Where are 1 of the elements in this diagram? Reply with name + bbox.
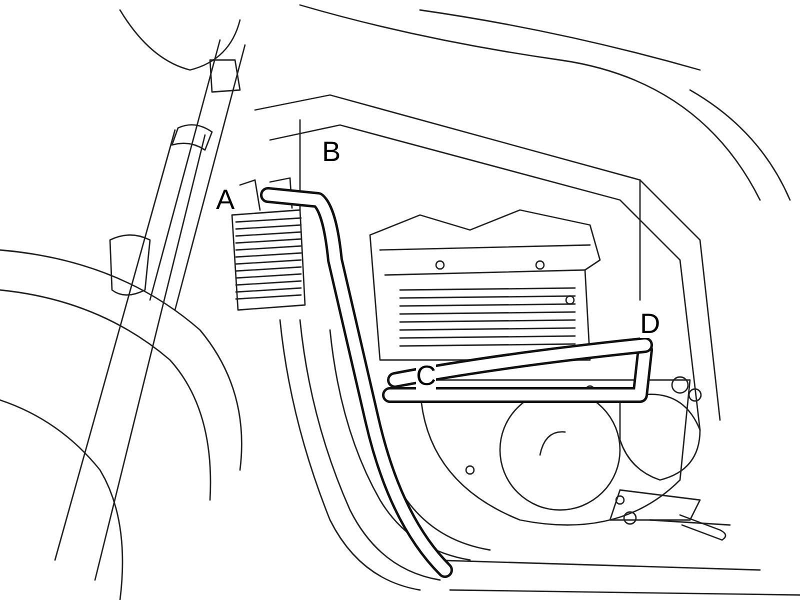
callout-letter: C: [416, 362, 436, 390]
